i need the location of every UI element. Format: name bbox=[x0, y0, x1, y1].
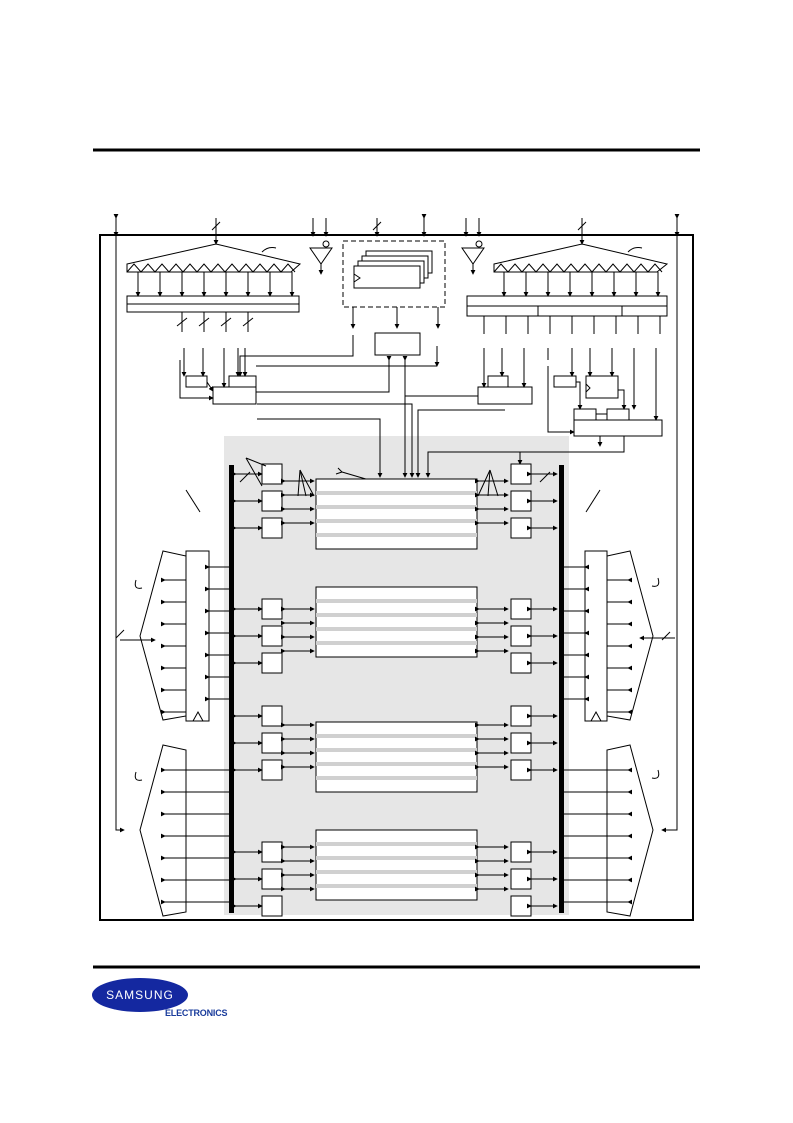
left-io-cell bbox=[261, 705, 283, 727]
select-fanout bbox=[297, 469, 301, 497]
register-stack bbox=[342, 240, 446, 329]
array-stripe bbox=[316, 533, 477, 537]
top-right-mux bbox=[466, 243, 669, 317]
memory-array-block bbox=[315, 829, 478, 901]
right-io-cell bbox=[510, 732, 532, 754]
top-pins bbox=[113, 213, 680, 245]
array-stripe bbox=[316, 884, 477, 888]
array-stripe bbox=[316, 870, 477, 874]
control-block bbox=[374, 332, 421, 356]
select-fanout bbox=[477, 469, 491, 497]
left-io-cell bbox=[261, 598, 283, 620]
right-io-cell bbox=[510, 841, 532, 863]
right-io-cell bbox=[510, 463, 532, 485]
samsung-logo-mark bbox=[92, 978, 188, 1012]
left-io-cell bbox=[261, 895, 283, 917]
core-cells bbox=[231, 457, 558, 917]
array-stripe bbox=[316, 734, 477, 738]
memory-array-block bbox=[315, 586, 478, 658]
array-stripe bbox=[316, 599, 477, 603]
left-io-cell bbox=[261, 490, 283, 512]
left-io-mux-lower bbox=[134, 744, 187, 917]
left-io-cell bbox=[261, 759, 283, 781]
select-fanout bbox=[245, 457, 263, 487]
left-address-wires bbox=[179, 335, 440, 401]
right-io-cell bbox=[510, 759, 532, 781]
left-io-mux-upper bbox=[134, 550, 210, 722]
left-io-cell bbox=[261, 732, 283, 754]
top-left-mux-outputs bbox=[135, 272, 295, 332]
memory-array-block bbox=[315, 721, 478, 793]
array-stripe bbox=[316, 776, 477, 780]
array-stripe bbox=[316, 613, 477, 617]
left-data-bus bbox=[229, 465, 234, 913]
top-left-mux bbox=[126, 243, 302, 313]
top-right-mux-outputs bbox=[483, 272, 661, 334]
right-io-cell bbox=[510, 490, 532, 512]
right-address-logic bbox=[477, 375, 663, 437]
side-io-wires bbox=[160, 564, 633, 905]
core-control-wires bbox=[257, 396, 625, 483]
left-io-cell bbox=[261, 463, 283, 485]
bus-width-mark bbox=[239, 471, 251, 483]
right-io-cell bbox=[510, 517, 532, 539]
array-stripe bbox=[316, 641, 477, 645]
samsung-logo: SAMSUNG ELECTRONICS bbox=[90, 975, 240, 1025]
select-fanout bbox=[299, 469, 315, 497]
outer-loop-wires bbox=[115, 236, 678, 833]
select-fanout bbox=[487, 469, 491, 497]
right-io-cell bbox=[510, 652, 532, 674]
right-address-wires bbox=[402, 348, 659, 447]
array-stripe bbox=[316, 505, 477, 509]
right-io-cell bbox=[510, 625, 532, 647]
array-stripe bbox=[316, 519, 477, 523]
logo-brand-text: SAMSUNG bbox=[106, 988, 174, 1002]
left-io-cell bbox=[261, 625, 283, 647]
array-stripe bbox=[316, 762, 477, 766]
right-io-cell bbox=[510, 868, 532, 890]
right-io-cell bbox=[510, 598, 532, 620]
array-stripe bbox=[316, 842, 477, 846]
left-io-cell bbox=[261, 517, 283, 539]
right-io-mux-lower bbox=[606, 744, 660, 917]
right-data-bus bbox=[559, 465, 564, 913]
left-io-cell bbox=[261, 652, 283, 674]
select-fanout bbox=[299, 469, 307, 497]
logo-sub-text: ELECTRONICS bbox=[165, 1008, 228, 1018]
left-io-cell bbox=[261, 868, 283, 890]
right-io-cell bbox=[510, 705, 532, 727]
select-fanout bbox=[489, 469, 499, 497]
bus-width-mark bbox=[539, 471, 551, 483]
array-stripe bbox=[316, 627, 477, 631]
diagram-frame bbox=[99, 234, 694, 921]
array-stripe bbox=[316, 491, 477, 495]
array-stripe bbox=[316, 748, 477, 752]
input-buffers bbox=[309, 240, 485, 275]
right-io-cell bbox=[510, 895, 532, 917]
left-address-logic bbox=[185, 375, 257, 405]
select-fanout bbox=[245, 457, 267, 467]
left-io-cell bbox=[261, 841, 283, 863]
memory-array-block bbox=[315, 478, 478, 550]
right-io-mux-upper bbox=[584, 550, 660, 722]
array-stripe bbox=[316, 856, 477, 860]
